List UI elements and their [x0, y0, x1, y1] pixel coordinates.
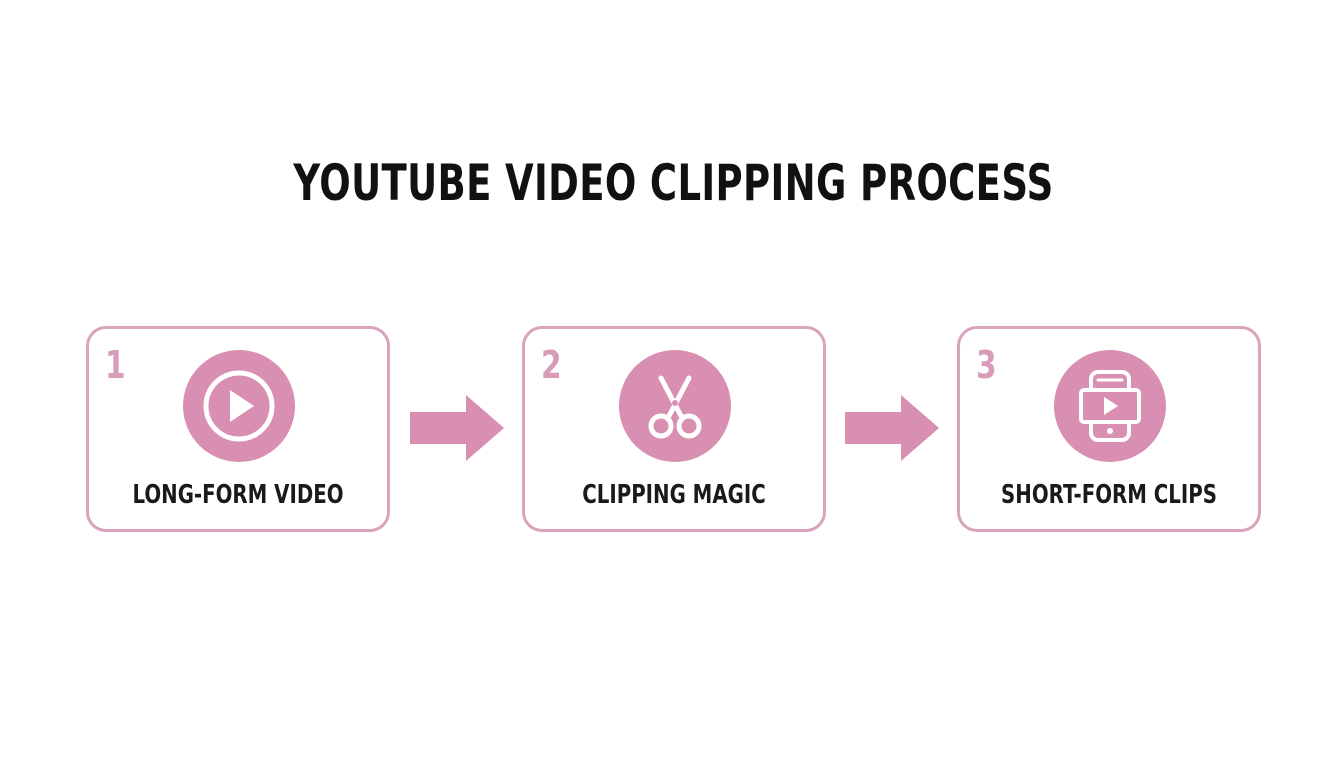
step-number: 1: [105, 343, 126, 387]
phone-video-icon: [1054, 350, 1166, 462]
scissors-icon: [619, 350, 731, 462]
step-number: 2: [541, 343, 562, 387]
step-label: CLIPPING MAGIC: [582, 480, 766, 510]
diagram-title: YOUTUBE VIDEO CLIPPING PROCESS: [293, 154, 1054, 212]
play-icon: [183, 350, 295, 462]
step-label: SHORT-FORM CLIPS: [1001, 480, 1217, 510]
step-card-clipping-magic: 2 CLIPPING MAGIC: [522, 326, 826, 532]
step-card-short-form-clips: 3 SHORT-FORM CLIPS: [957, 326, 1261, 532]
step-label: LONG-FORM VIDEO: [132, 480, 344, 510]
step-card-long-form-video: 1 LONG-FORM VIDEO: [86, 326, 390, 532]
arrow-right-icon: [845, 395, 939, 461]
step-number: 3: [976, 343, 997, 387]
arrow-right-icon: [410, 395, 504, 461]
